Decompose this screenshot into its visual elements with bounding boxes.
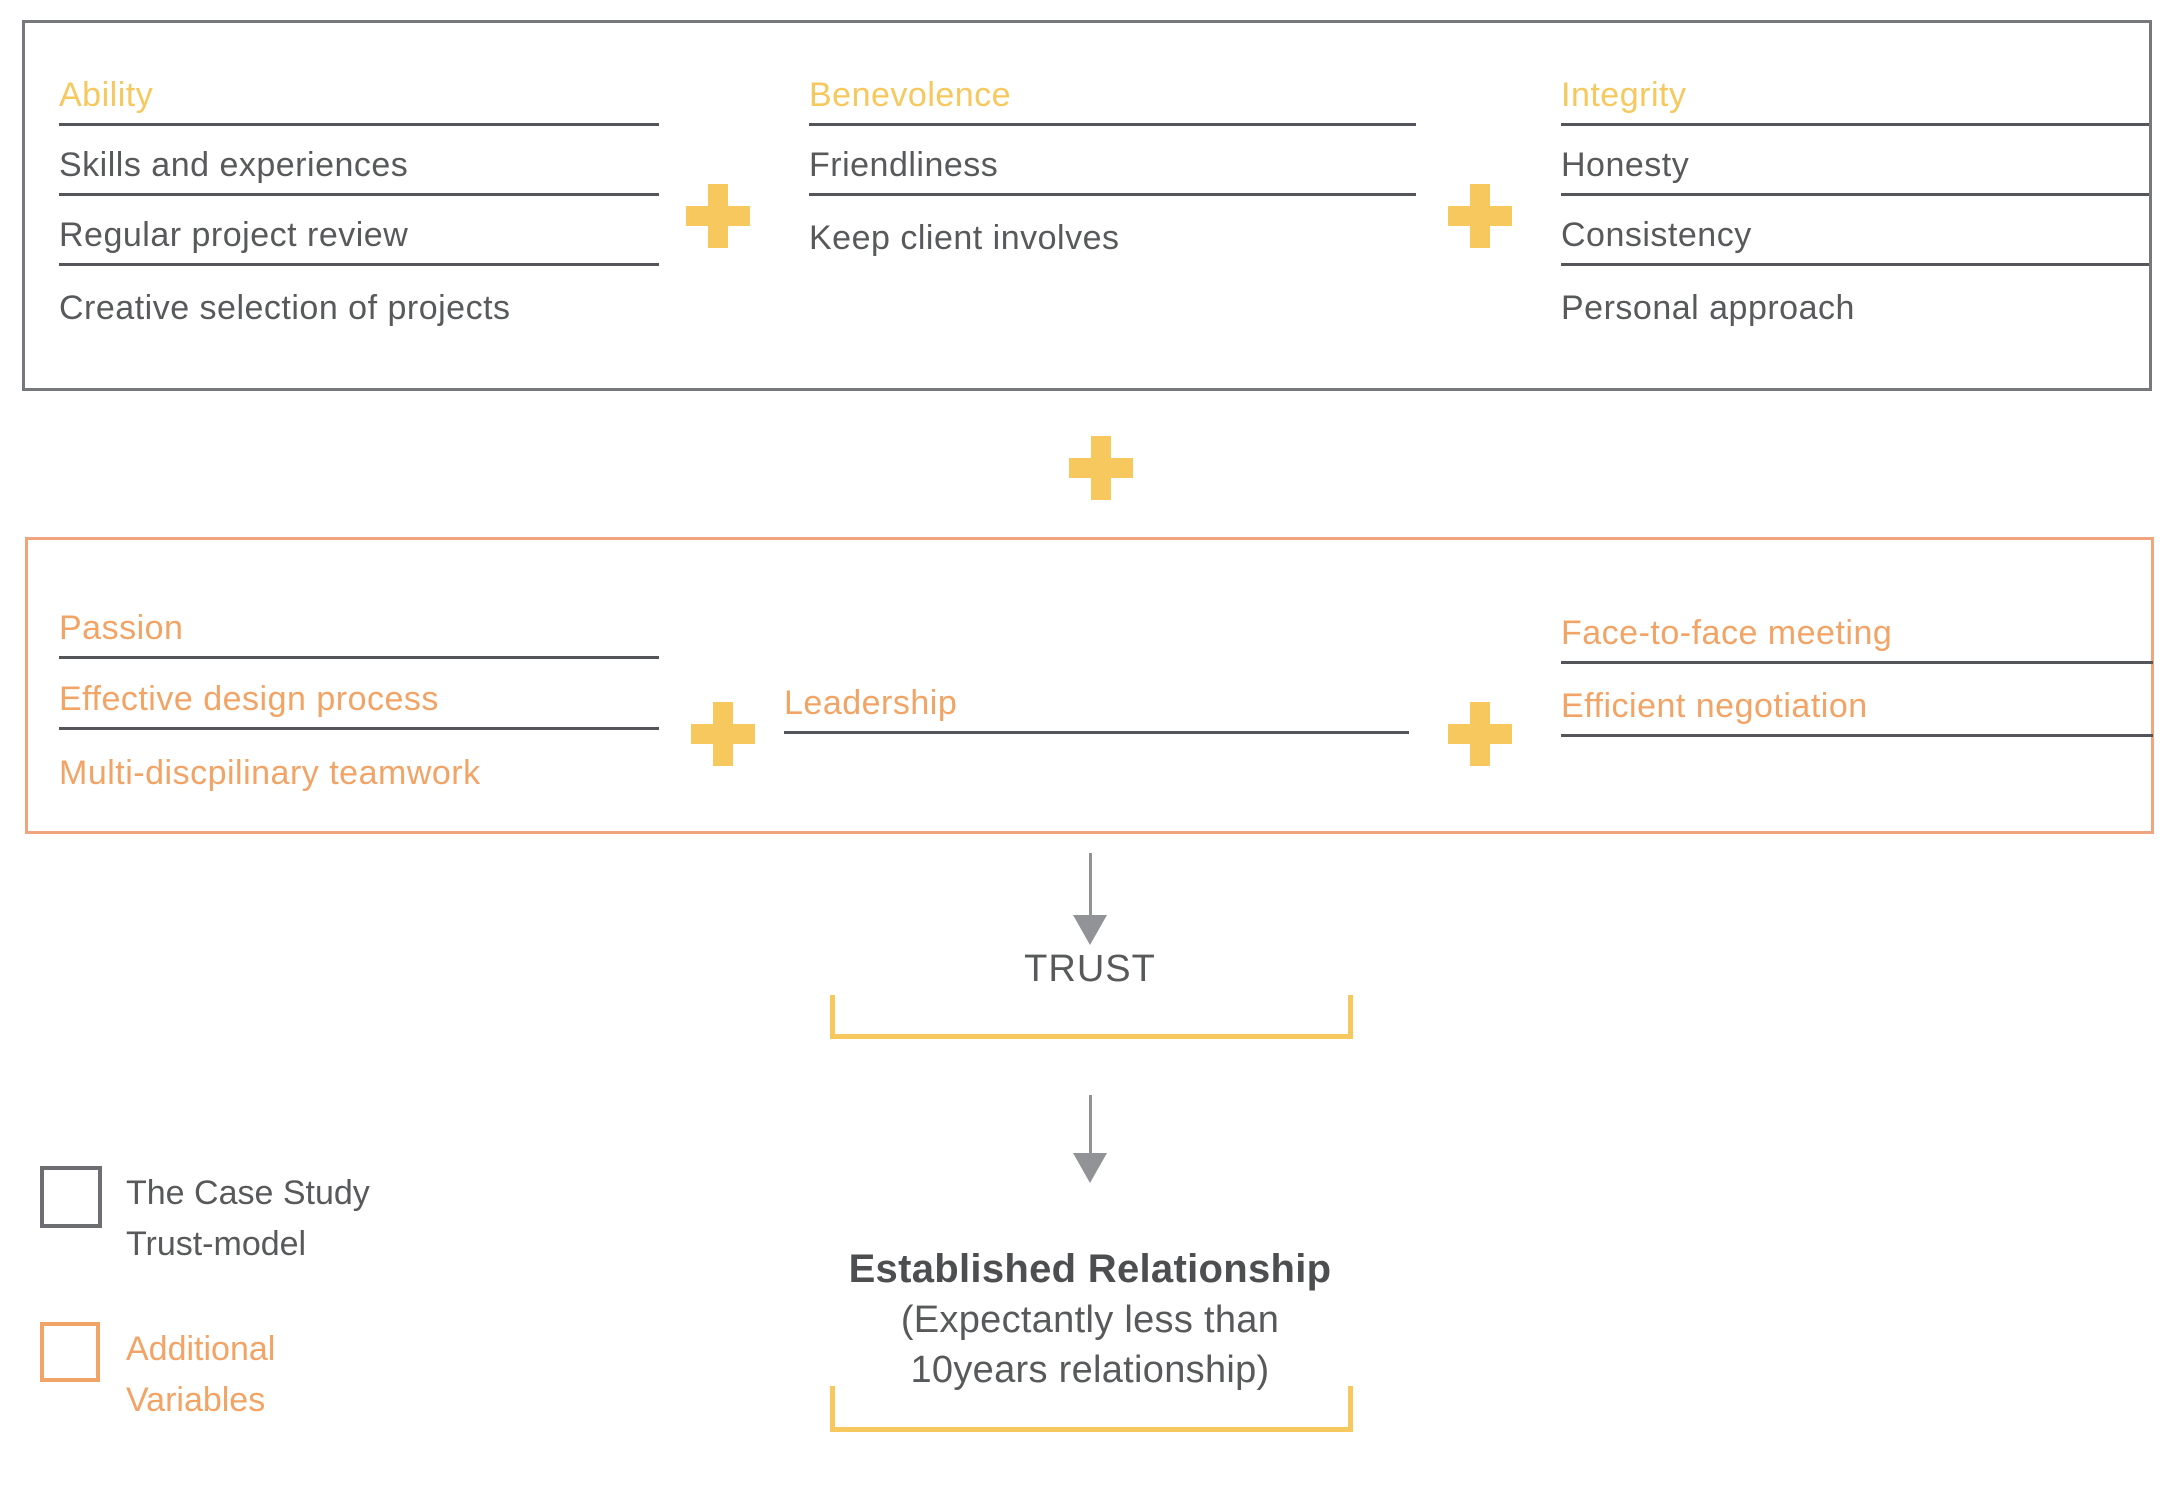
list-item: Consistency [1561,196,2149,266]
additional-center-column: Leadership [784,664,1409,734]
plus-icon [691,702,755,766]
down-arrow-head-icon [1073,1153,1107,1183]
additional-left-column: Passion Effective design process Multi-d… [59,588,659,801]
legend-case-study-line2: Trust-model [126,1225,307,1263]
list-item: Face-to-face meeting [1561,591,2153,664]
result-subtitle-line1: (Expectantly less than [900,1299,1280,1341]
plus-icon [1448,702,1512,766]
list-item: Honesty [1561,126,2149,196]
trust-label: TRUST [1024,948,1156,990]
legend-additional-line1: Additional [126,1330,276,1368]
benevolence-column: Benevolence Friendliness Keep client inv… [809,56,1416,266]
list-item: Skills and experiences [59,126,659,196]
legend-additional-line2: Variables [126,1381,266,1419]
down-arrow-icon [1089,853,1092,915]
list-item: Personal approach [1561,289,1855,327]
plus-icon [1448,184,1512,248]
additional-variables-box: Passion Effective design process Multi-d… [25,537,2154,834]
list-item: Effective design process [59,659,659,730]
legend-case-study-label: The Case Study Trust-model [126,1168,370,1270]
down-arrow-head-icon [1073,915,1107,945]
result-text-block: Established Relationship (Expectantly le… [690,1243,1490,1395]
additional-right-column: Face-to-face meeting Efficient negotiati… [1561,591,2153,737]
trust-bracket [830,995,1353,1039]
list-item: Regular project review [59,196,659,266]
list-item: Efficient negotiation [1561,664,2153,737]
legend-case-study-swatch [40,1166,102,1228]
result-subtitle-line2: 10years relationship) [910,1349,1270,1391]
list-item: Passion [59,588,659,659]
legend-case-study-line1: The Case Study [126,1174,370,1212]
list-item: Friendliness [809,126,1416,196]
list-item: Leadership [784,664,1409,734]
plus-icon [1069,436,1133,500]
list-item: Keep client involves [809,219,1120,257]
case-study-trust-model-box: Ability Skills and experiences Regular p… [22,20,2152,391]
list-item: Multi-discpilinary teamwork [59,754,481,792]
benevolence-heading: Benevolence [809,56,1416,126]
plus-icon [686,184,750,248]
integrity-column: Integrity Honesty Consistency Personal a… [1561,56,2149,336]
down-arrow-icon [1089,1095,1092,1153]
ability-heading: Ability [59,56,659,126]
legend-additional-label: Additional Variables [126,1324,275,1426]
ability-column: Ability Skills and experiences Regular p… [59,56,659,336]
result-bracket [830,1386,1353,1432]
legend-additional-swatch [40,1322,100,1382]
integrity-heading: Integrity [1561,56,2149,126]
list-item: Creative selection of projects [59,289,511,327]
result-title: Established Relationship [848,1247,1332,1291]
